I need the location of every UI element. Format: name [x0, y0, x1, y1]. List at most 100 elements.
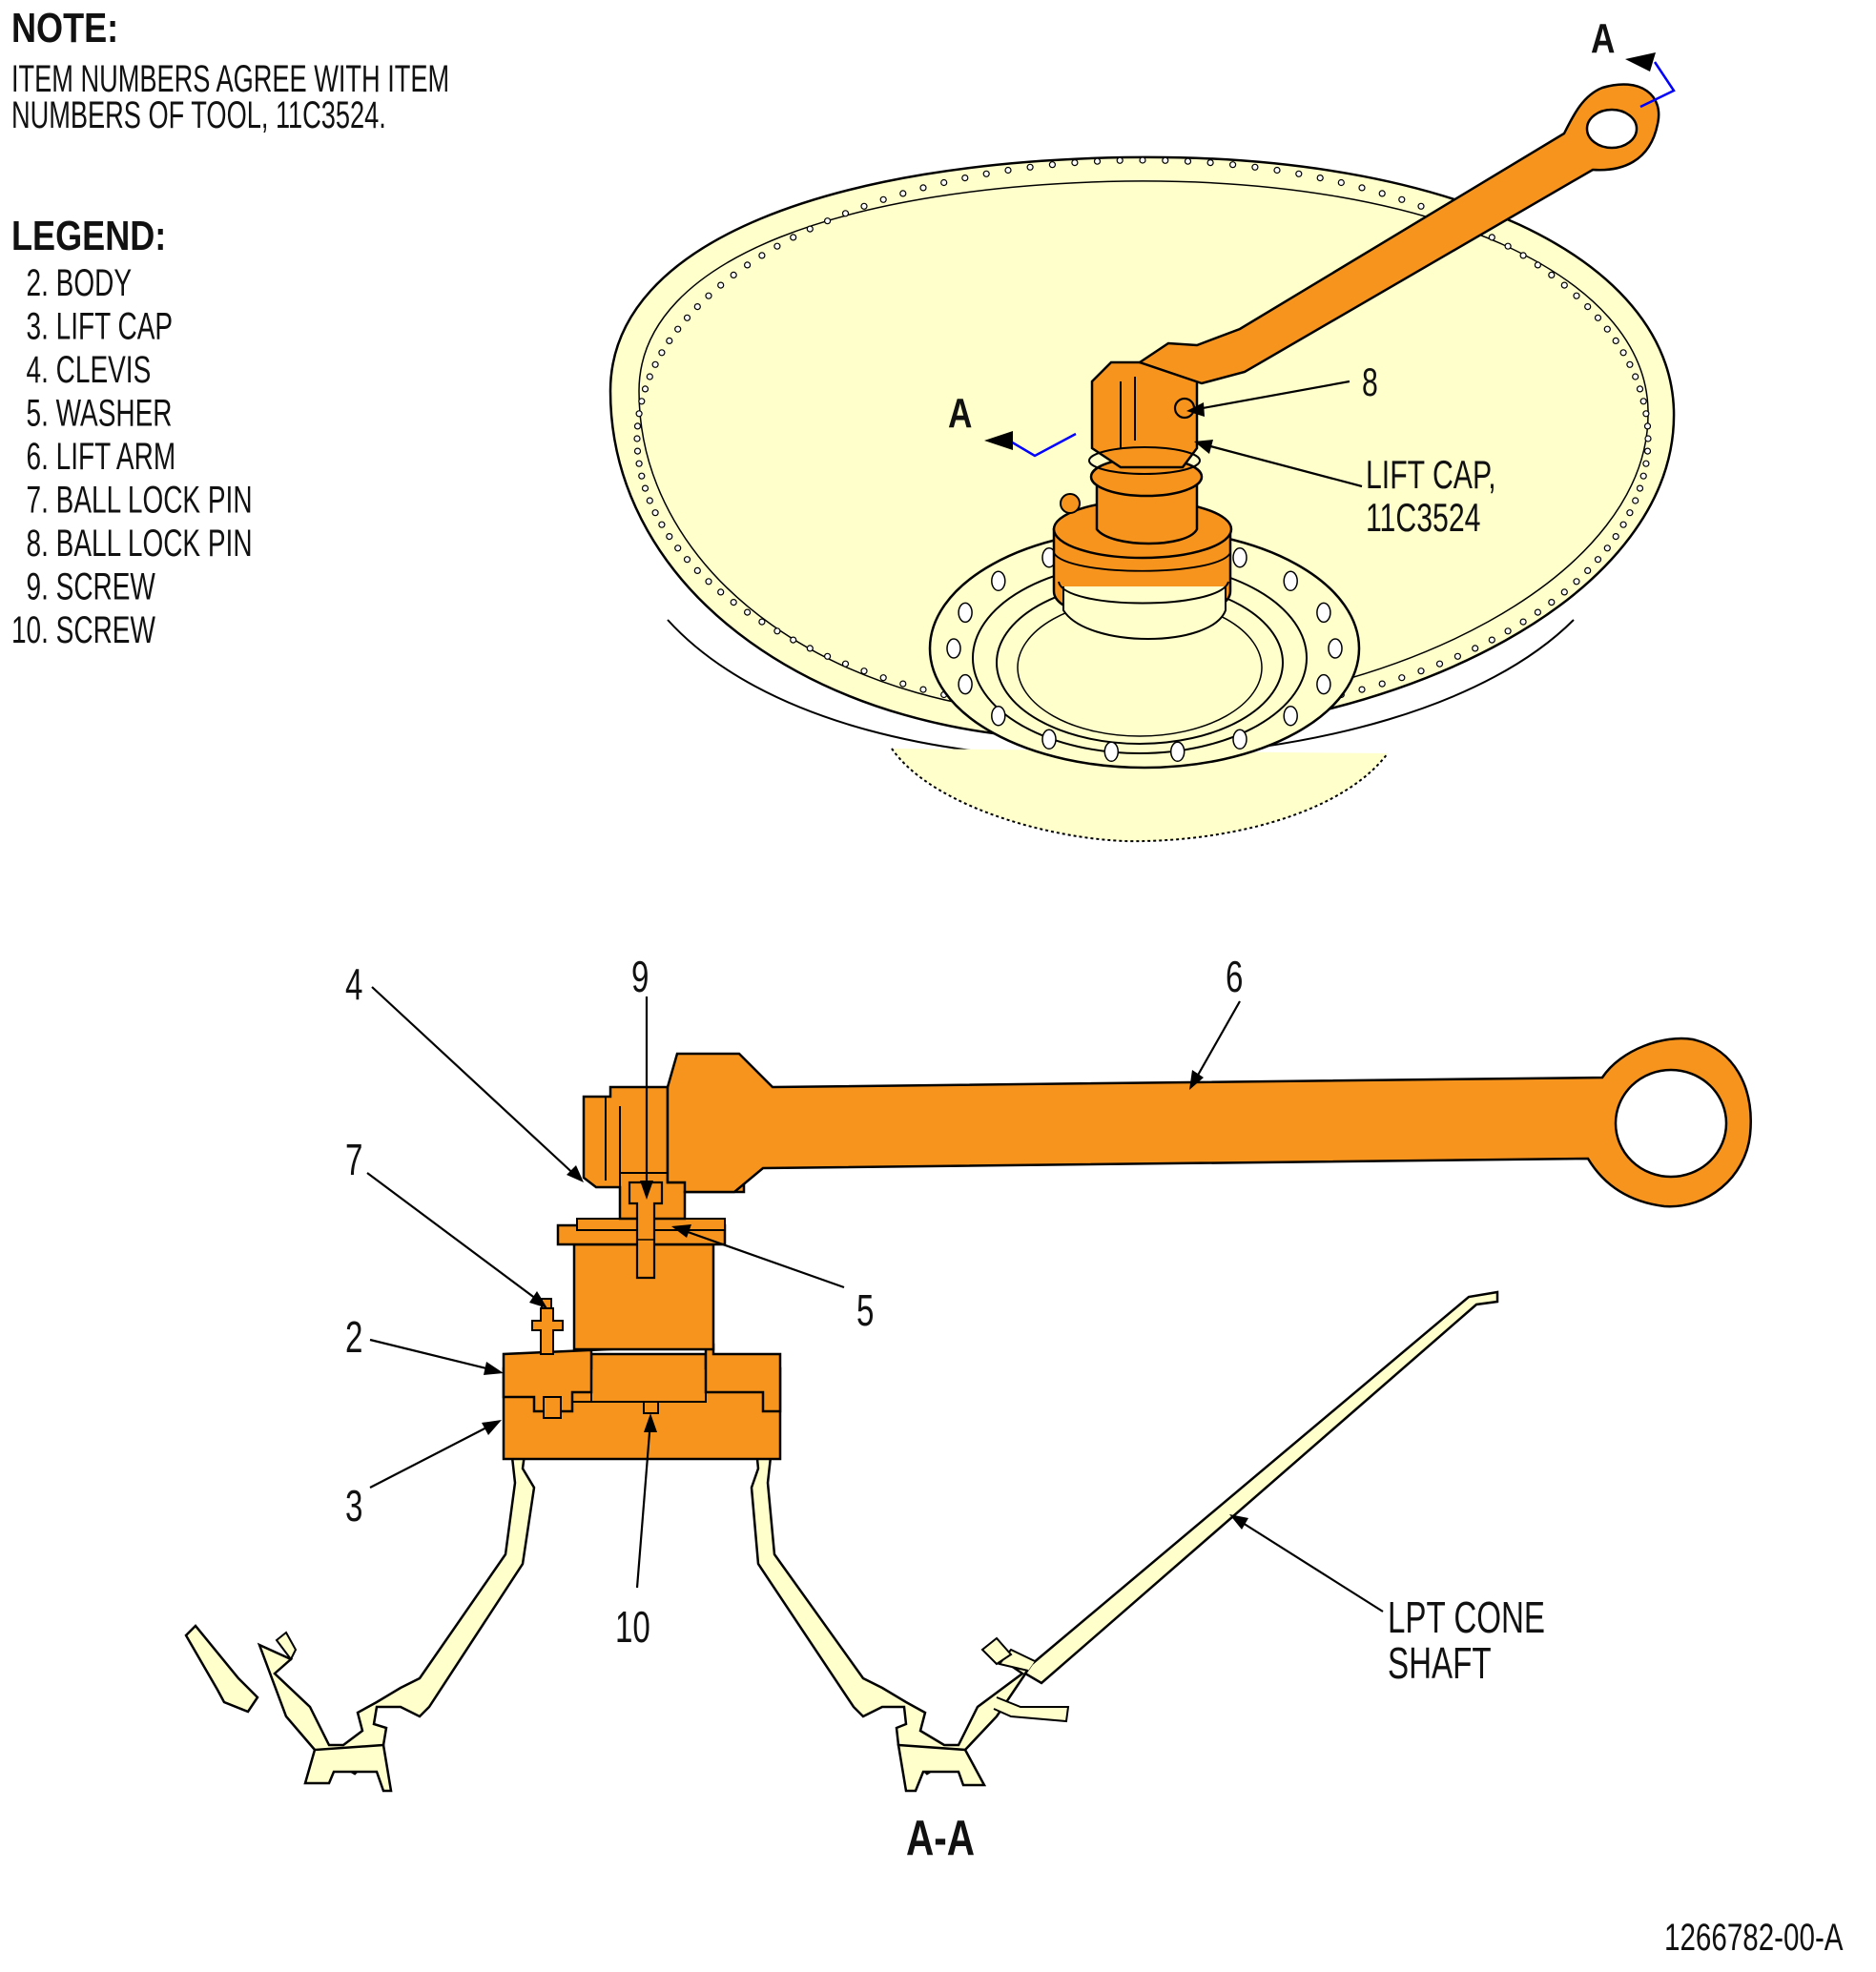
rim-bolt-hole: [982, 170, 990, 177]
hub-bolt-hole: [1041, 729, 1057, 750]
callout-3-label: 3: [345, 1483, 362, 1530]
rim-bolt-hole: [879, 674, 887, 682]
rim-bolt-hole: [1417, 668, 1425, 675]
callout-4-leader: [371, 986, 581, 1181]
lift-cap-left-bolt: [543, 1396, 562, 1419]
rim-bolt-hole: [693, 303, 701, 311]
rim-bolt-hole: [879, 195, 887, 203]
rim-bolt-hole: [1560, 281, 1568, 289]
rim-bolt-hole: [1594, 314, 1602, 321]
lift-cap-neck: [1095, 480, 1199, 545]
rim-bolt-hole: [1206, 159, 1214, 167]
lift-cap-leader: [1199, 442, 1363, 488]
callout-7-label: 7: [345, 1137, 362, 1184]
dish-rim-inner: [638, 180, 1649, 716]
rim-bolt-hole: [717, 281, 725, 289]
callout-3-arrowhead: [482, 1420, 502, 1435]
rim-bolt-hole: [635, 410, 643, 418]
rim-bolt-hole: [1337, 178, 1345, 187]
rim-bolt-hole: [1504, 242, 1512, 250]
rim-bolt-hole: [1519, 252, 1527, 259]
callout-5-leader: [676, 1226, 845, 1289]
rim-bolt-hole: [899, 190, 907, 197]
lift-cap-label-line-2: 11C3524: [1366, 495, 1480, 540]
rim-bolt-hole: [806, 645, 814, 652]
rim-bolt-hole: [899, 680, 907, 688]
lpt-shaft-left-spoke: [275, 1631, 298, 1661]
rim-bolt-hole: [1612, 337, 1619, 344]
rim-bolt-hole: [651, 509, 659, 517]
hub-bolt-hole: [991, 570, 1006, 592]
legend-item: 5. WASHER: [11, 393, 173, 435]
rim-bolt-hole: [1417, 202, 1425, 210]
rim-bolt-hole: [674, 544, 682, 552]
rim-bolt-hole: [1639, 472, 1647, 480]
rim-bolt-hole: [1636, 385, 1644, 393]
rim-bolt-hole: [1026, 163, 1034, 171]
rim-bolt-hole: [1573, 292, 1580, 299]
callout-10-arrowhead: [644, 1413, 657, 1432]
rim-bolt-hole: [1488, 636, 1495, 644]
rim-bolt-hole: [1584, 566, 1592, 575]
rim-bolt-hole: [683, 556, 691, 564]
lift-cap-bottom: [1058, 581, 1229, 605]
callout-7-leader: [366, 1172, 545, 1305]
callout-6-leader: [1191, 1000, 1241, 1086]
clevis-block: [1090, 360, 1199, 469]
rim-bolt-hole: [773, 242, 781, 250]
rim-bolt-hole: [1004, 166, 1012, 175]
section-mark-arrow-left: [984, 431, 1013, 450]
lpt-shaft-right-arm-stub: [980, 1636, 1013, 1666]
hub-bolt-hole: [946, 638, 961, 659]
callout-2: 2: [345, 1314, 504, 1375]
lpt-shaft-right-web: [750, 1438, 1035, 1776]
rim-bolt-hole: [1632, 373, 1639, 380]
callout-10: 10: [615, 1413, 657, 1652]
rim-bolt-hole: [1642, 410, 1650, 418]
legend-item: 10. SCREW: [11, 609, 155, 651]
rim-bolt-hole: [1378, 680, 1386, 688]
rim-bolt-hole: [717, 588, 725, 596]
rim-bolt-hole: [841, 210, 850, 217]
rim-bolt-hole: [1643, 447, 1652, 455]
lpt-shaft-right-flange: [897, 1743, 987, 1793]
clevis-inner-lines: [605, 1097, 668, 1187]
rim-bolt-hole: [705, 578, 712, 585]
callout-4-arrowhead: [567, 1165, 584, 1182]
rim-bolt-hole: [919, 184, 927, 192]
lpt-arrowhead: [1229, 1514, 1248, 1530]
screw-10-head: [643, 1401, 659, 1414]
rim-bolt-hole: [773, 627, 781, 635]
rim-bolt-hole: [940, 178, 948, 187]
callout-2-label: 2: [345, 1314, 362, 1362]
legend-block: LEGEND: 2. BODY 3. LIFT CAP 4. CLEVIS 5.…: [11, 213, 253, 652]
hub-bolt-hole: [1283, 705, 1298, 727]
hub-bolt-hole: [1169, 741, 1185, 763]
rim-bolt-hole: [758, 618, 766, 626]
note-line-2: NUMBERS OF TOOL, 11C3524.: [11, 94, 386, 136]
section-mark-arrow-right: [1625, 52, 1656, 72]
rim-bolt-hole: [658, 349, 666, 357]
callout-9: 9: [631, 954, 653, 1200]
rim-bolt-hole: [693, 566, 701, 575]
rim-bolt-hole: [635, 460, 643, 467]
callout-3-leader: [369, 1422, 497, 1489]
rim-bolt-hole: [1358, 686, 1366, 693]
rim-bolt-hole: [1228, 161, 1237, 169]
rim-bolt-hole: [1612, 532, 1619, 541]
hub-bolt-hole: [1232, 546, 1247, 568]
rim-bolt-hole: [1358, 184, 1366, 192]
hub-bolt-hole: [958, 673, 973, 695]
rim-bolt-hole: [1632, 497, 1639, 504]
rim-bolt-hole: [743, 608, 752, 616]
lpt-shaft-long-arm: [1023, 1290, 1499, 1685]
section-title: A-A: [906, 1810, 975, 1865]
rim-bolt-hole: [1626, 509, 1634, 517]
rim-bolt-hole: [1619, 349, 1627, 357]
hub-bolt-hole: [1232, 729, 1247, 750]
lpt-shaft-left-flange: [303, 1743, 393, 1793]
rim-bolt-hole: [666, 337, 673, 344]
rim-bolt-hole: [1548, 271, 1556, 278]
rim-bolt-hole: [1643, 422, 1652, 430]
